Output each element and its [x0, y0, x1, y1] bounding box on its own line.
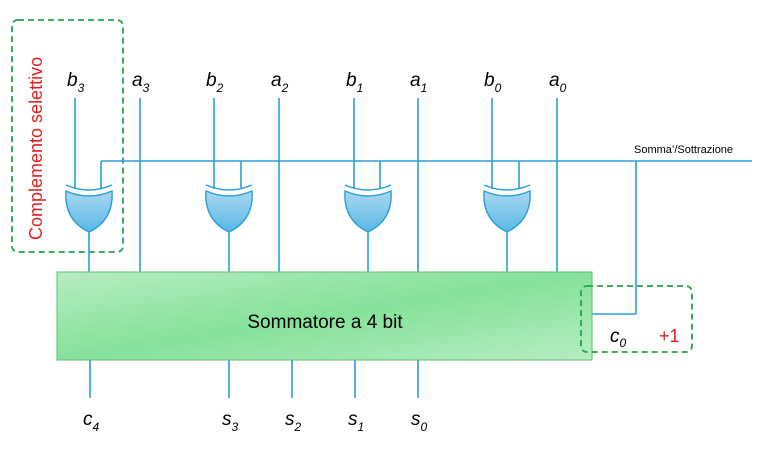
selective-complement-label: Complemento selettivo — [26, 57, 46, 240]
plus-one-label: +1 — [659, 326, 680, 346]
output-label-s1: s1 — [348, 409, 364, 434]
xor-gate — [344, 98, 392, 272]
input-label-b0: b0 — [484, 70, 502, 95]
xor-gate — [483, 98, 531, 272]
control-label: Somma’/Sottrazione — [634, 144, 733, 156]
selective-complement-box — [11, 19, 124, 253]
outputs: c4 s3 s2 s1 s0 — [83, 360, 428, 434]
input-labels: b3 a3 b2 a2 b1 a1 b0 a0 — [67, 70, 567, 95]
output-label-s3: s3 — [222, 409, 239, 434]
input-label-a0: a0 — [549, 70, 567, 95]
carry-in-label: c0 — [610, 326, 627, 350]
xor-gates — [65, 98, 531, 272]
adder-label: Sommatore a 4 bit — [247, 312, 403, 333]
output-label-s2: s2 — [285, 409, 302, 434]
xor-gate — [65, 98, 113, 272]
plus-one-box — [580, 285, 693, 353]
xor-gate — [205, 98, 253, 272]
input-label-a1: a1 — [410, 70, 427, 95]
input-label-b3: b3 — [67, 70, 85, 95]
input-label-b1: b1 — [346, 70, 363, 95]
output-label-s0: s0 — [411, 409, 428, 434]
four-bit-adder — [56, 271, 593, 361]
input-label-a3: a3 — [132, 70, 150, 95]
input-label-a2: a2 — [271, 70, 289, 95]
output-label-c4: c4 — [83, 409, 100, 434]
a-input-wires — [139, 98, 558, 272]
input-label-b2: b2 — [206, 70, 224, 95]
